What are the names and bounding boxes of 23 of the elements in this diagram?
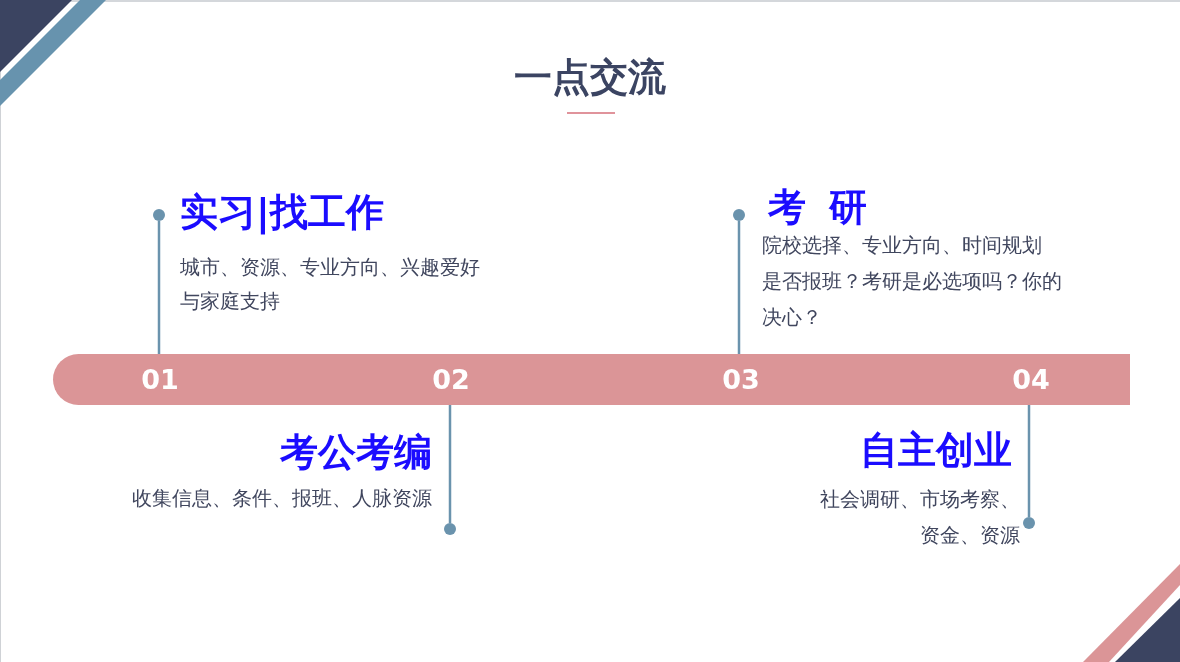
item-description: 收集信息、条件、报班、人脉资源 [131,486,432,512]
timeline-band [53,354,1130,405]
item-description: 城市、资源、专业方向、兴趣爱好与家庭支持 [180,255,480,315]
item-description: 社会调研、市场考察、资金、资源 [820,487,1020,549]
slide-title: 一点交流 [513,54,667,101]
item-heading: 实习|找工作 [180,189,385,235]
item-description: 院校选择、专业方向、时间规划 [762,233,1043,259]
connector-line [448,405,452,523]
dot-icon [733,209,745,221]
dot-icon [153,209,165,221]
item-heading: 考公考编 [279,429,432,475]
item-heading: 自主创业 [859,427,1013,473]
item-heading: 考 研 [767,184,869,230]
step-number: 02 [426,354,476,405]
dot-icon [444,523,456,535]
item-description: 是否报班？考研是必选项吗？你的决心？ [762,269,1062,331]
connector-line [1027,405,1031,517]
connector-line [737,221,741,354]
step-number: 03 [716,354,766,405]
step-number: 04 [1006,354,1056,405]
connector-line [157,221,161,354]
step-number: 01 [135,354,185,405]
dot-icon [1023,517,1035,529]
